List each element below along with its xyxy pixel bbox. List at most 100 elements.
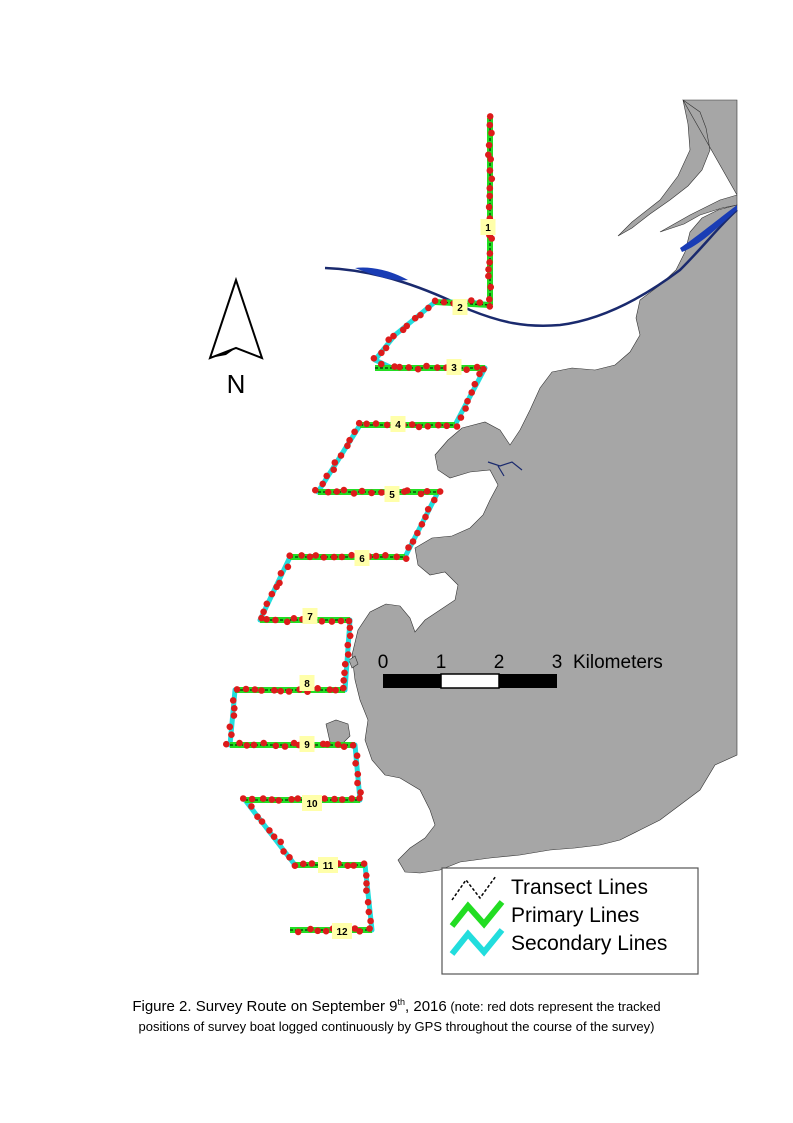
gps-point bbox=[425, 304, 432, 312]
transect-label-box bbox=[299, 675, 315, 691]
gps-point bbox=[291, 862, 299, 869]
gps-point bbox=[266, 827, 273, 834]
gps-point bbox=[322, 927, 330, 935]
caption-title: Figure 2. Survey Route on September 9 bbox=[132, 998, 398, 1015]
gps-point bbox=[382, 552, 389, 559]
gps-point bbox=[288, 796, 295, 803]
gps-point bbox=[486, 192, 494, 200]
gps-point bbox=[409, 538, 417, 545]
gps-point bbox=[294, 795, 302, 802]
gps-point bbox=[378, 349, 385, 357]
gps-point bbox=[431, 496, 438, 504]
gps-point bbox=[331, 459, 339, 466]
scale-seg-1 bbox=[440, 673, 500, 689]
gps-point bbox=[272, 616, 279, 624]
gps-point bbox=[338, 796, 346, 803]
gps-point bbox=[488, 129, 495, 137]
transect-label-box bbox=[302, 795, 322, 811]
gps-point bbox=[480, 365, 487, 373]
transect-label-12: 12 bbox=[332, 923, 352, 939]
gps-point bbox=[471, 380, 479, 388]
gps-point bbox=[294, 928, 302, 936]
gps-point bbox=[350, 862, 358, 869]
transect-label-text: 8 bbox=[304, 679, 310, 690]
gps-point bbox=[307, 925, 314, 933]
gps-point bbox=[312, 552, 320, 559]
gps-point bbox=[248, 795, 256, 803]
transect-label-text: 4 bbox=[395, 420, 401, 431]
gps-point bbox=[323, 472, 331, 480]
north-arrow-shade bbox=[210, 348, 236, 358]
gps-point bbox=[332, 686, 339, 694]
gps-point bbox=[468, 389, 476, 396]
transect-label-4: 4 bbox=[390, 416, 406, 432]
gps-point bbox=[424, 423, 432, 430]
transect-label-box bbox=[332, 923, 352, 939]
gps-point bbox=[348, 551, 355, 559]
legend: Transect Lines Primary Lines Secondary L… bbox=[441, 867, 699, 975]
gps-point bbox=[367, 917, 374, 925]
transect-label-text: 1 bbox=[485, 223, 491, 234]
scale-seg-2 bbox=[499, 674, 557, 688]
gps-point bbox=[277, 687, 285, 695]
gps-point bbox=[396, 363, 403, 371]
transect-label-8: 8 bbox=[299, 675, 315, 691]
gps-point bbox=[284, 563, 292, 571]
gps-point bbox=[340, 677, 348, 684]
channel-wide-left bbox=[355, 267, 408, 281]
scale-tick-2: 2 bbox=[494, 652, 505, 673]
gps-point bbox=[286, 552, 294, 559]
caption-line-1: Figure 2. Survey Route on September 9th,… bbox=[20, 992, 773, 1017]
gps-point bbox=[356, 928, 364, 935]
gps-point bbox=[344, 862, 352, 869]
gps-point bbox=[405, 544, 412, 551]
gps-point bbox=[372, 420, 380, 427]
gps-point bbox=[417, 311, 424, 319]
gps-point bbox=[354, 779, 361, 787]
gps-point bbox=[424, 506, 432, 513]
gps-point bbox=[231, 705, 238, 712]
gps-point bbox=[486, 296, 493, 303]
gps-point bbox=[286, 854, 293, 861]
caption-date-suffix: , 2016 bbox=[405, 998, 447, 1015]
caption-line-2: positions of survey boat logged continuo… bbox=[138, 1019, 655, 1034]
gps-point bbox=[272, 742, 280, 750]
gps-point bbox=[356, 794, 363, 802]
gps-point bbox=[306, 553, 314, 561]
gps-point bbox=[263, 600, 271, 608]
caption-note-start: (note: red dots represent the tracked bbox=[446, 999, 661, 1014]
transect-label-box bbox=[446, 359, 462, 375]
gps-point bbox=[363, 887, 370, 894]
gps-point bbox=[344, 651, 352, 658]
gps-point bbox=[326, 686, 334, 693]
gps-point bbox=[298, 552, 305, 559]
transect-label-text: 7 bbox=[307, 612, 313, 623]
gps-point bbox=[422, 513, 429, 521]
gps-point bbox=[351, 428, 358, 436]
transect-label-6: 6 bbox=[354, 550, 370, 566]
gps-point bbox=[440, 298, 448, 306]
gps-point bbox=[414, 529, 421, 537]
transect-label-box bbox=[354, 550, 370, 566]
gps-point bbox=[290, 615, 298, 622]
gps-point bbox=[314, 927, 322, 935]
gps-point bbox=[348, 795, 356, 802]
gps-point bbox=[242, 685, 250, 693]
gps-point bbox=[345, 617, 353, 625]
scale-unit: Kilometers bbox=[573, 652, 663, 673]
gps-point bbox=[344, 442, 351, 450]
gps-point bbox=[486, 303, 494, 310]
gps-point bbox=[468, 297, 475, 304]
legend-transect-icon bbox=[451, 875, 497, 901]
gps-point bbox=[340, 743, 348, 750]
land-masses bbox=[325, 99, 738, 874]
transect-label-11: 11 bbox=[318, 857, 338, 873]
gps-point bbox=[268, 796, 276, 803]
gps-point bbox=[349, 742, 357, 749]
scale-tick-0: 0 bbox=[378, 652, 389, 673]
gps-point bbox=[338, 553, 346, 561]
gps-point bbox=[476, 370, 483, 378]
gps-point bbox=[358, 487, 366, 495]
gps-point bbox=[378, 360, 385, 368]
